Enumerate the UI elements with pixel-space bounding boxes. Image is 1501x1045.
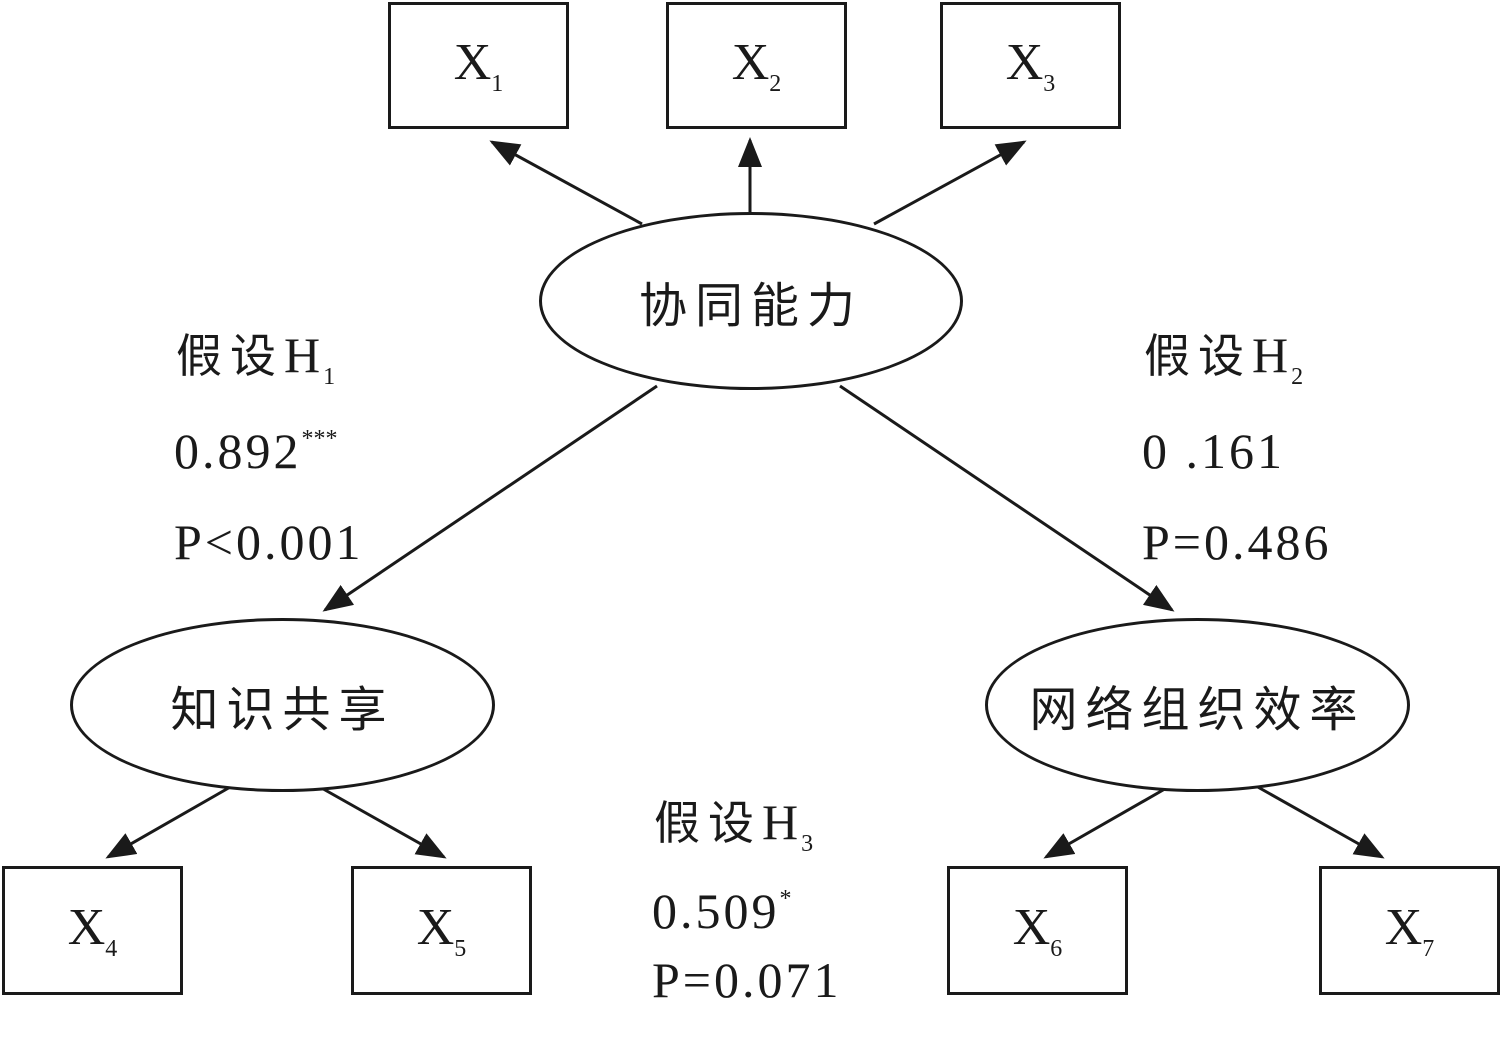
hypothesis-h1-p-value: P<0.001 bbox=[174, 514, 364, 570]
latent-synergy-ellipse: 协同能力 bbox=[539, 212, 963, 390]
indicator-label: X bbox=[1012, 899, 1051, 956]
hypothesis-prefix: 假设 bbox=[654, 796, 762, 850]
latent-network-efficiency-label: 网络组织效率 bbox=[1029, 682, 1366, 738]
hypothesis-letter: H bbox=[284, 327, 324, 383]
hypothesis-h1-title: 假设H1 bbox=[176, 330, 335, 389]
arrow-network-efficiency-to-x6 bbox=[1043, 784, 1171, 859]
indicator-label: X bbox=[1005, 34, 1044, 91]
indicator-subscript: 3 bbox=[1043, 71, 1056, 97]
indicator-subscript: 2 bbox=[769, 71, 782, 97]
indicator-box-x2: X2 bbox=[666, 2, 847, 129]
significance-marker: *** bbox=[301, 426, 338, 452]
latent-knowledge-sharing-label: 知识共享 bbox=[170, 682, 395, 738]
hypothesis-h3-p-value: P=0.071 bbox=[652, 952, 842, 1008]
coefficient-value: 0.509 bbox=[652, 883, 780, 939]
indicator-label: X bbox=[67, 899, 106, 956]
significance-marker: * bbox=[779, 886, 792, 912]
arrow-synergy-to-x1 bbox=[489, 140, 643, 226]
hypothesis-h2-coefficient: 0 .161 bbox=[1142, 426, 1285, 476]
indicator-box-x5: X5 bbox=[351, 866, 532, 995]
hypothesis-h2-title: 假设H2 bbox=[1144, 330, 1303, 389]
indicator-label: X bbox=[1384, 899, 1423, 956]
hypothesis-h1-coefficient: 0.892*** bbox=[174, 426, 338, 476]
indicator-label: X bbox=[416, 899, 455, 956]
hypothesis-h3-coefficient: 0.509* bbox=[652, 886, 792, 936]
indicator-label: X bbox=[731, 34, 770, 91]
arrow-knowledge-sharing-to-x5 bbox=[317, 784, 447, 859]
hypothesis-subscript: 2 bbox=[1291, 364, 1304, 390]
arrow-synergy-to-network-efficiency bbox=[839, 384, 1175, 612]
hypothesis-h2-p-value: P=0.486 bbox=[1142, 514, 1332, 570]
latent-network-efficiency-ellipse: 网络组织效率 bbox=[985, 618, 1410, 792]
indicator-box-x7: X7 bbox=[1319, 866, 1500, 995]
arrow-knowledge-sharing-to-x4 bbox=[105, 784, 233, 859]
latent-knowledge-sharing-ellipse: 知识共享 bbox=[70, 618, 495, 792]
arrow-synergy-to-knowledge-sharing bbox=[322, 384, 658, 612]
hypothesis-subscript: 3 bbox=[801, 831, 814, 857]
indicator-label: X bbox=[453, 34, 492, 91]
indicator-box-x4: X4 bbox=[2, 866, 183, 995]
indicator-subscript: 6 bbox=[1050, 936, 1063, 962]
hypothesis-prefix: 假设 bbox=[176, 329, 284, 383]
indicator-subscript: 7 bbox=[1422, 936, 1435, 962]
hypothesis-subscript: 1 bbox=[323, 364, 336, 390]
hypothesis-h3-title: 假设H3 bbox=[654, 797, 813, 856]
coefficient-value: 0 .161 bbox=[1142, 423, 1285, 479]
indicator-subscript: 5 bbox=[454, 936, 467, 962]
hypothesis-letter: H bbox=[1252, 327, 1292, 383]
hypothesis-prefix: 假设 bbox=[1144, 329, 1252, 383]
indicator-box-x3: X3 bbox=[940, 2, 1121, 129]
coefficient-value: 0.892 bbox=[174, 423, 302, 479]
indicator-box-x1: X1 bbox=[388, 2, 569, 129]
indicator-subscript: 1 bbox=[491, 71, 504, 97]
arrow-network-efficiency-to-x7 bbox=[1255, 784, 1385, 859]
indicator-subscript: 4 bbox=[105, 936, 118, 962]
hypothesis-letter: H bbox=[762, 794, 802, 850]
arrow-synergy-to-x3 bbox=[873, 140, 1027, 226]
latent-synergy-label: 协同能力 bbox=[638, 278, 863, 334]
indicator-box-x6: X6 bbox=[947, 866, 1128, 995]
